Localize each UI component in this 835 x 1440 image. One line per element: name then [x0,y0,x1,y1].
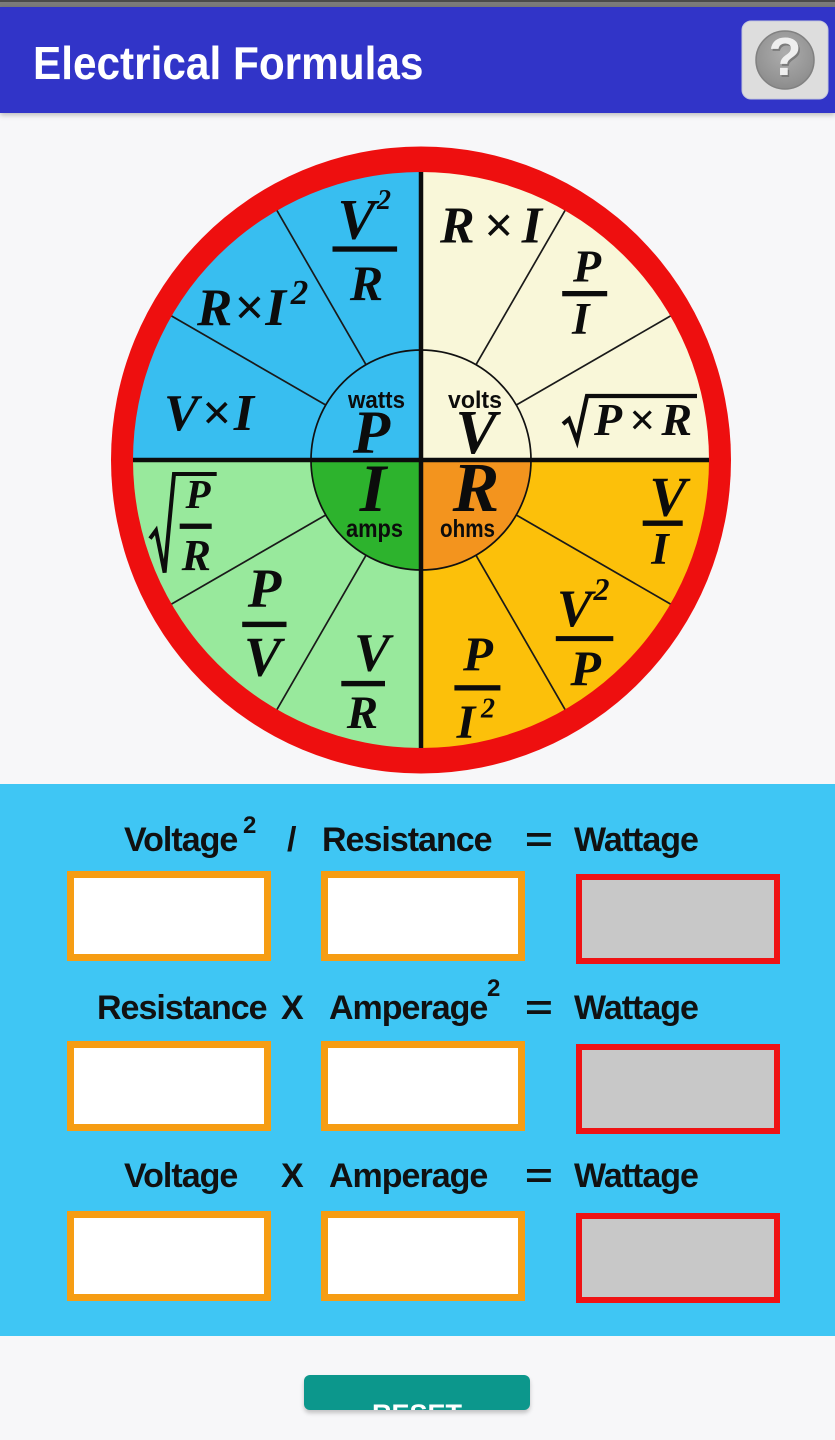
svg-text:P: P [462,627,494,682]
svg-text:V: V [354,623,394,683]
svg-text:V: V [455,399,501,467]
svg-text:R: R [181,531,211,580]
svg-text:ohms: ohms [440,515,495,543]
svg-text:V×I: V×I [164,385,256,442]
svg-text:P: P [247,558,282,619]
svg-text:V: V [557,580,596,638]
svg-text:P: P [569,640,601,696]
svg-text:P: P [352,400,391,467]
svg-text:V: V [244,627,286,689]
svg-text:R×I: R×I [196,279,288,337]
svg-text:P×R: P×R [593,394,692,445]
svg-text:R: R [346,687,378,739]
svg-text:2: 2 [290,273,309,312]
svg-text:amps: amps [346,515,403,543]
svg-text:R: R [349,255,383,311]
svg-text:2: 2 [480,694,495,725]
svg-text:I: I [571,294,591,344]
svg-text:I: I [650,524,670,574]
svg-text:V: V [649,467,691,529]
svg-text:P: P [184,471,211,517]
svg-text:2: 2 [593,571,610,607]
svg-text:?: ? [770,29,803,89]
svg-text:V: V [337,189,379,252]
svg-text:volts: volts [448,387,502,414]
svg-text:P: P [572,240,602,291]
svg-text:I: I [359,450,389,526]
svg-text:R×I: R×I [439,198,544,255]
svg-text:I: I [456,696,478,749]
svg-text:?: ? [769,27,802,87]
svg-text:watts: watts [347,387,405,414]
svg-text:R: R [452,450,500,527]
svg-text:2: 2 [376,185,391,216]
